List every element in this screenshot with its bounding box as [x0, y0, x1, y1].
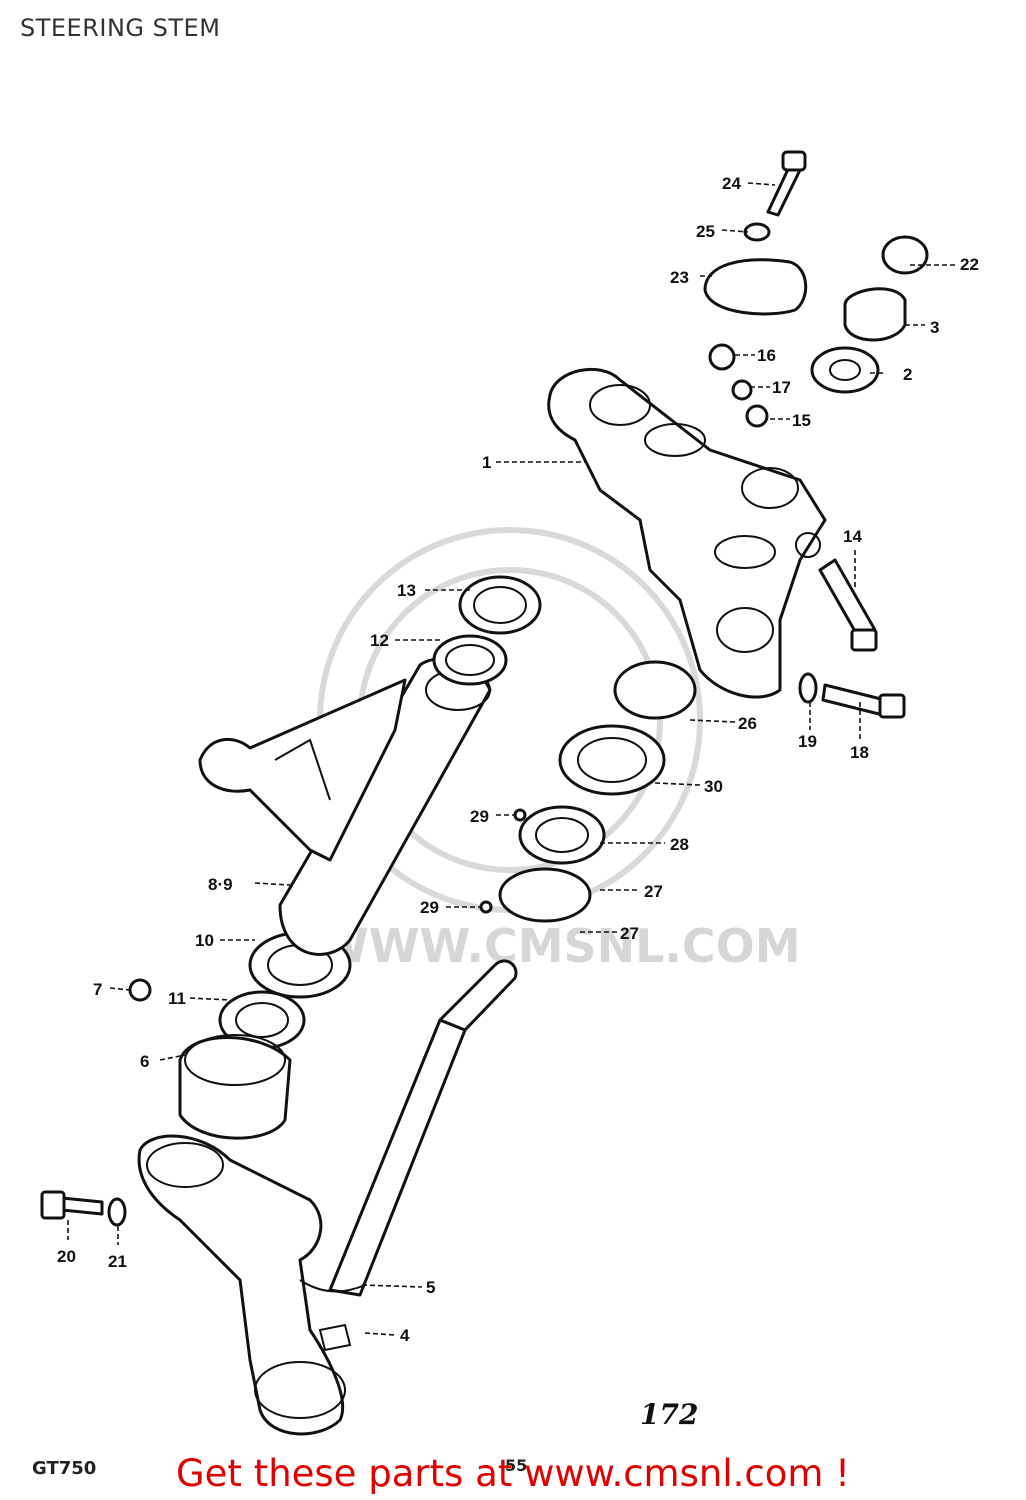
callout-29-upper: 29 [470, 807, 489, 826]
callout-11: 11 [168, 989, 186, 1008]
lower-bearing-stack[interactable] [178, 931, 352, 1140]
callout-12: 12 [370, 631, 389, 650]
steering-head-pipe[interactable] [198, 657, 492, 956]
upper-bracket[interactable] [547, 367, 827, 699]
exploded-parts-diagram: WWW.CMSNL.COM [40, 150, 979, 1436]
callout-21: 21 [108, 1252, 127, 1271]
callout-14: 14 [843, 527, 862, 546]
callout-15: 15 [792, 411, 811, 430]
steering-stem-lower-bracket[interactable] [137, 959, 518, 1436]
callout-1: 1 [482, 453, 491, 472]
callout-18: 18 [850, 743, 869, 762]
callout-20: 20 [57, 1247, 76, 1266]
figure-number: 172 [640, 1398, 699, 1431]
leader-lines [67, 182, 955, 1336]
callout-25: 25 [696, 222, 715, 241]
callout-10: 10 [195, 931, 214, 950]
callout-28: 28 [670, 835, 689, 854]
callout-13: 13 [397, 581, 416, 600]
callout-22: 22 [960, 255, 979, 274]
callout-23: 23 [670, 268, 689, 287]
callout-26: 26 [738, 714, 757, 733]
callout-7: 7 [93, 980, 102, 999]
callout-24: 24 [722, 174, 741, 193]
callout-29-lower: 29 [420, 898, 439, 917]
callout-27-lower: 27 [620, 924, 639, 943]
page-code: 55 [505, 1456, 528, 1475]
promo-link[interactable]: Get these parts at www.cmsnl.com ! [175, 1452, 850, 1495]
stem-nut-and-seals[interactable] [498, 660, 697, 923]
callout-27-upper: 27 [644, 882, 663, 901]
callout-6: 6 [140, 1052, 149, 1071]
callout-8-9: 8·9 [208, 875, 233, 894]
watermark-text: WWW.CMSNL.COM [318, 919, 801, 973]
callout-30: 30 [704, 777, 723, 796]
callout-19: 19 [798, 732, 817, 751]
callout-16: 16 [757, 346, 776, 365]
callout-5: 5 [426, 1278, 435, 1297]
model-code: GT750 [32, 1458, 97, 1479]
callout-labels: 1 2 3 4 5 6 7 8·9 10 11 12 13 14 15 16 1… [57, 174, 979, 1345]
callout-17: 17 [772, 378, 791, 397]
callout-2: 2 [903, 365, 912, 384]
small-hardware[interactable] [40, 150, 929, 1227]
page-title: STEERING STEM [20, 14, 221, 42]
upper-bearing-races[interactable] [432, 575, 542, 686]
callout-3: 3 [930, 318, 939, 337]
callout-4: 4 [400, 1326, 410, 1345]
